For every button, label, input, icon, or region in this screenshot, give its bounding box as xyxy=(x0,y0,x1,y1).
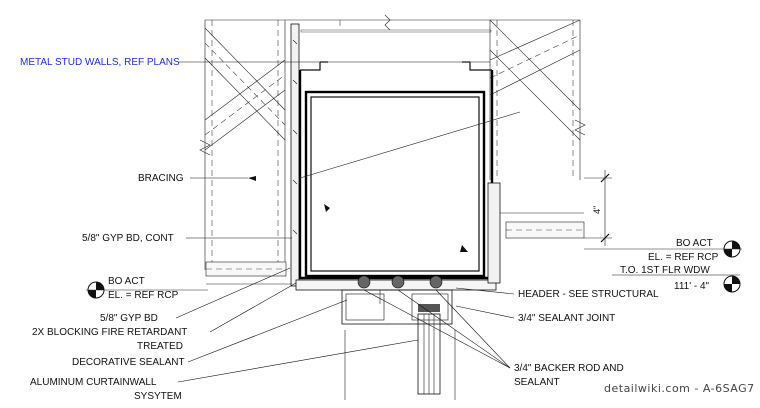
label-metal-stud-walls: METAL STUD WALLS, REF PLANS xyxy=(20,57,180,68)
leader-lines xyxy=(175,61,740,383)
bracing-line xyxy=(299,111,521,179)
gyp-board-left xyxy=(290,23,300,287)
label-right-el: EL. = REF RCP xyxy=(648,252,719,263)
elevation-marker-right-bo xyxy=(584,240,742,258)
label-left-bo-act: BO ACT xyxy=(108,276,145,287)
watermark: detailwiki.com - A-6SAG7 xyxy=(604,382,755,395)
label-curtainwall-1: ALUMINUM CURTAINWALL xyxy=(30,377,157,388)
label-gyp-bd: 5/8" GYP BD xyxy=(100,313,158,324)
arrow-icon xyxy=(460,245,468,252)
label-right-to-window: T.O. 1ST FLR WDW xyxy=(620,265,710,276)
label-curtainwall-2: SYSYTEM xyxy=(134,391,182,402)
acoustic-ceiling-right xyxy=(487,182,585,284)
label-gyp-bd-cont: 5/8" GYP BD, CONT xyxy=(82,233,174,244)
elevation-marker-right-to xyxy=(723,275,741,293)
curtainwall-mullion xyxy=(344,313,456,400)
acoustic-ceiling-left xyxy=(205,261,292,285)
elevation-marker-left xyxy=(86,281,208,299)
label-backer-rod-2: SEALANT xyxy=(514,377,560,388)
dimension-4in: 4" xyxy=(584,170,612,246)
arrow-icon xyxy=(324,204,330,212)
label-blocking-1: 2X BLOCKING FIRE RETARDANT xyxy=(32,327,187,338)
label-sealant-joint: 3/4" SEALANT JOINT xyxy=(518,313,615,324)
label-decorative-sealant: DECORATIVE SEALANT xyxy=(72,357,185,368)
metal-stud-wall-left xyxy=(199,20,286,270)
label-bracing: BRACING xyxy=(138,173,184,184)
label-left-el: EL. = REF RCP xyxy=(108,290,179,301)
bracing-arrow-icon xyxy=(248,176,256,181)
label-blocking-2: TREATED xyxy=(137,341,183,352)
metal-stud-wall-right xyxy=(489,19,586,180)
label-right-bo-act: BO ACT xyxy=(676,238,713,249)
label-backer-rod-1: 3/4" BACKER ROD AND xyxy=(514,363,624,374)
steel-header-section xyxy=(298,29,494,280)
label-header: HEADER - SEE STRUCTURAL xyxy=(518,289,659,300)
dimension-text: 4" xyxy=(592,206,602,214)
break-line-top xyxy=(384,14,391,31)
soffit-assembly xyxy=(295,275,497,325)
label-right-elevation: 111' - 4" xyxy=(674,281,710,292)
